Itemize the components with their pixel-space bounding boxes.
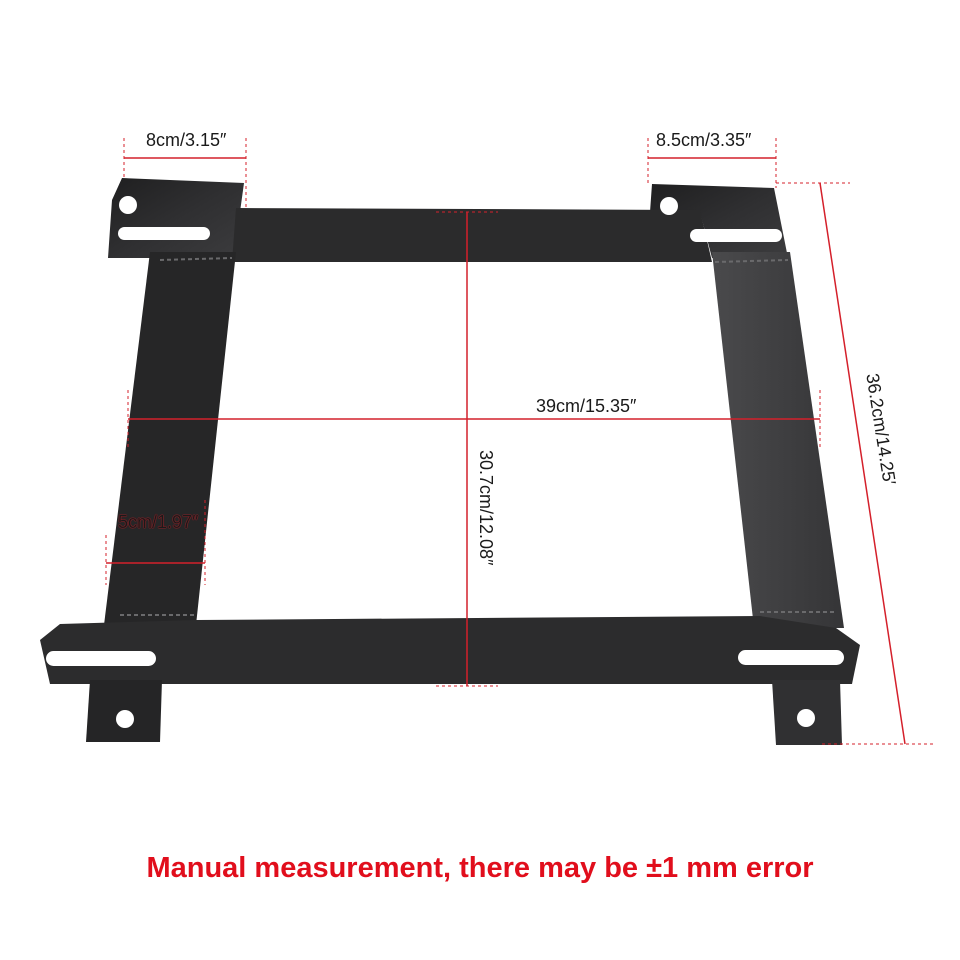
mount-hole	[797, 709, 815, 727]
right-side-rail	[712, 252, 844, 628]
mount-hole	[119, 196, 137, 214]
top-crossbar	[232, 208, 712, 262]
mount-slot	[738, 650, 844, 665]
rail-width-label: 5cm/1.97″	[118, 512, 199, 532]
top-left-tab-width-label: 8cm/3.15″	[146, 130, 227, 150]
bottom-crossbar	[40, 616, 860, 684]
mount-hole	[116, 710, 134, 728]
top-right-tab-width-label: 8.5cm/3.35″	[656, 130, 752, 150]
dimension-lines	[105, 138, 935, 745]
overall-width-label: 39cm/15.35″	[536, 396, 637, 416]
measurement-disclaimer: Manual measurement, there may be ±1 mm e…	[146, 852, 814, 884]
dimension-line	[819, 182, 906, 745]
top-left-mount-tab	[108, 178, 244, 258]
weld-seam	[714, 259, 789, 263]
mount-slot	[46, 651, 156, 666]
inner-height-label: 30.7cm/12.08″	[476, 450, 496, 566]
mount-slot	[118, 227, 210, 240]
mount-hole	[660, 197, 678, 215]
left-side-rail	[104, 252, 236, 625]
seat-bracket	[40, 178, 860, 745]
mount-slot	[690, 229, 782, 242]
weld-seam	[159, 257, 233, 261]
